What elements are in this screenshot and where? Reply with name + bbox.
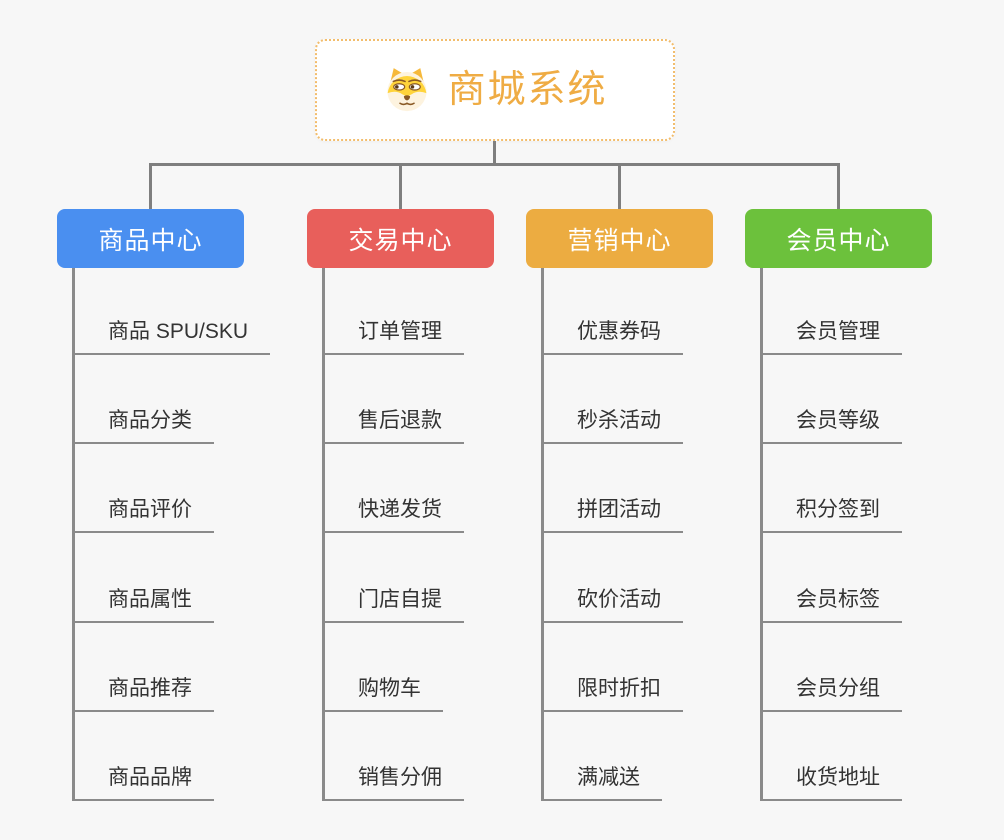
leaf-node[interactable]: 快递发货 [323,495,464,533]
connector-root-stub [493,141,496,164]
leaf-node[interactable]: 购物车 [323,674,443,712]
branch-member-center[interactable]: 会员中心 [745,209,932,268]
branch-marketing-center[interactable]: 营销中心 [526,209,713,268]
doge-icon [387,68,428,112]
leaf-node[interactable]: 会员分组 [761,674,902,712]
trunk-line [322,268,325,801]
leaf-node[interactable]: 商品推荐 [73,674,214,712]
leaf-node[interactable]: 商品属性 [73,585,214,623]
branch-product-center[interactable]: 商品中心 [57,209,244,268]
leaf-node[interactable]: 积分签到 [761,495,902,533]
connector-horizontal-bar [149,163,840,166]
leaf-node[interactable]: 收货地址 [761,763,902,801]
leaf-node[interactable]: 砍价活动 [542,585,683,623]
trunk-line [72,268,75,801]
leaf-node[interactable]: 限时折扣 [542,674,683,712]
leaf-node[interactable]: 会员等级 [761,406,902,444]
connector-drop-trade [399,165,402,209]
leaf-node[interactable]: 商品品牌 [73,763,214,801]
leaf-node[interactable]: 秒杀活动 [542,406,683,444]
leaf-node[interactable]: 销售分佣 [323,763,464,801]
leaf-node[interactable]: 拼团活动 [542,495,683,533]
leaf-node[interactable]: 订单管理 [323,317,464,355]
leaf-node[interactable]: 商品 SPU/SKU [73,317,271,355]
leaf-node[interactable]: 优惠券码 [542,317,683,355]
leaf-node[interactable]: 商品分类 [73,406,214,444]
leaf-node[interactable]: 商品评价 [73,495,214,533]
root-node[interactable]: 商城系统 [315,39,675,141]
trunk-line [541,268,544,801]
connector-drop-marketing [618,165,621,209]
trunk-line [760,268,763,801]
leaf-node[interactable]: 会员标签 [761,585,902,623]
connector-drop-member [837,165,840,209]
leaf-node[interactable]: 门店自提 [323,585,464,623]
branch-trade-center[interactable]: 交易中心 [307,209,494,268]
leaf-node[interactable]: 满减送 [542,763,662,801]
connector-drop-product [149,165,152,209]
root-title: 商城系统 [447,69,608,111]
leaf-node[interactable]: 售后退款 [323,406,464,444]
leaf-node[interactable]: 会员管理 [761,317,902,355]
